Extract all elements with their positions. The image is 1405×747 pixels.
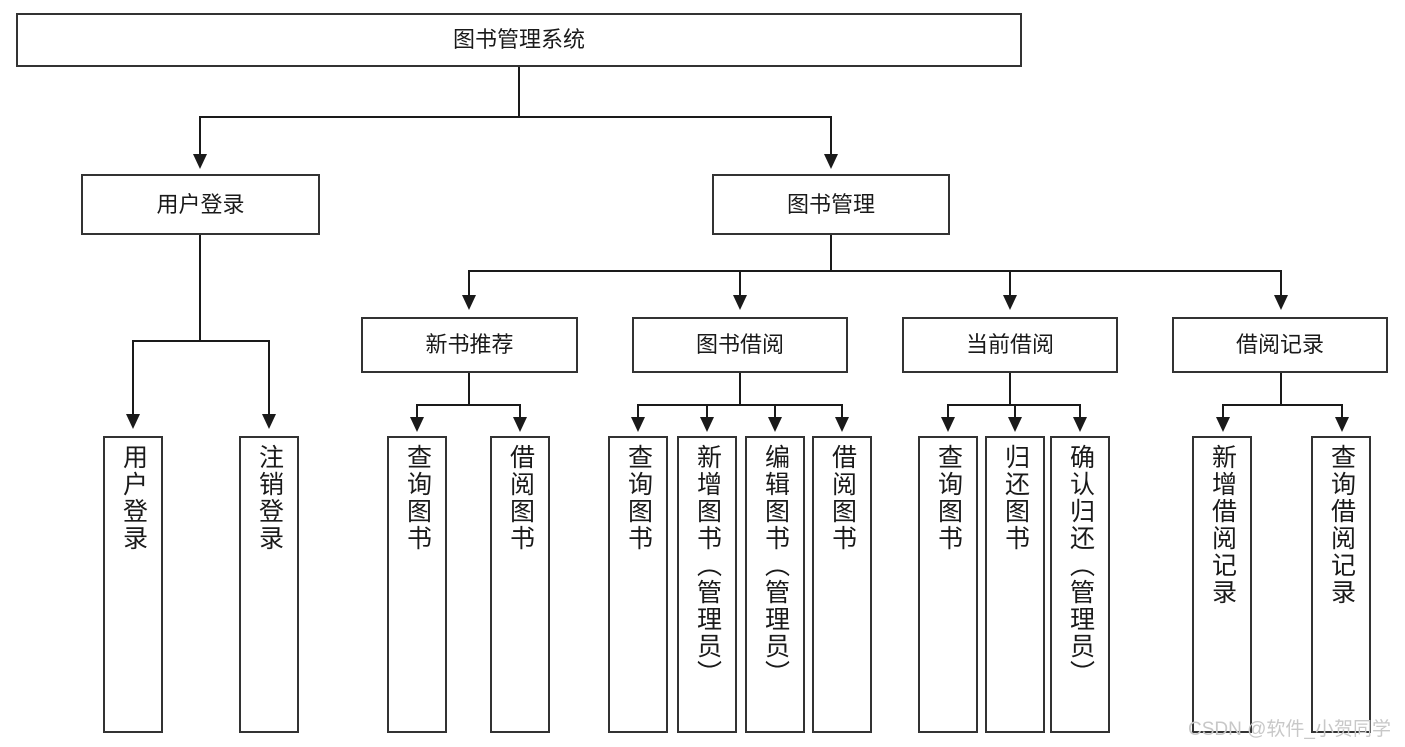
leaf-book-borrow-borrow-book[interactable]: 借阅图书	[812, 436, 872, 733]
arrow-level2-1	[462, 295, 476, 310]
leaf-current-borrow-query-book[interactable]: 查询图书	[918, 436, 978, 733]
node-book-management-system[interactable]: 图书管理系统	[16, 13, 1022, 67]
arrow-new-book-1	[410, 417, 424, 432]
node-label: 借阅图书	[506, 444, 535, 552]
connector-new-book-drop-1	[416, 404, 418, 418]
node-label: 借阅图书	[828, 444, 857, 552]
node-label: 确认归还（管理员）	[1066, 444, 1095, 687]
node-label: 图书管理	[786, 191, 875, 217]
connector-book-borrow-bus	[637, 404, 843, 406]
arrow-new-book-2	[513, 417, 527, 432]
connector-borrow-record-drop-1	[1222, 404, 1224, 418]
connector-book-borrow-drop-4	[841, 404, 843, 418]
node-new-book-recommend[interactable]: 新书推荐	[361, 317, 578, 373]
connector-book-borrow-drop-3	[774, 404, 776, 418]
node-user-login[interactable]: 用户登录	[81, 174, 320, 235]
node-book-borrow[interactable]: 图书借阅	[632, 317, 848, 373]
node-label: 归还图书	[1001, 444, 1030, 552]
leaf-current-borrow-confirm-return-admin[interactable]: 确认归还（管理员）	[1050, 436, 1110, 733]
connector-current-borrow-stem	[1009, 373, 1011, 406]
leaf-book-borrow-query-book[interactable]: 查询图书	[608, 436, 668, 733]
arrow-user-login-1	[126, 414, 140, 429]
connector-level1-drop-1	[199, 116, 201, 156]
connector-level2-drop-3	[1009, 270, 1011, 297]
node-label: 图书借阅	[695, 332, 784, 358]
leaf-borrow-record-add-record[interactable]: 新增借阅记录	[1192, 436, 1252, 733]
connector-user-login-drop-2	[268, 340, 270, 416]
leaf-user-login-logout[interactable]: 注销登录	[239, 436, 299, 733]
connector-user-login-stem	[199, 235, 201, 342]
connector-book-borrow-drop-1	[637, 404, 639, 418]
leaf-new-book-borrow-book[interactable]: 借阅图书	[490, 436, 550, 733]
arrow-current-borrow-2	[1008, 417, 1022, 432]
watermark: CSDN @软件_小贺同学	[1188, 719, 1391, 740]
arrow-level1-2	[824, 154, 838, 169]
leaf-current-borrow-return-book[interactable]: 归还图书	[985, 436, 1045, 733]
connector-current-borrow-drop-1	[947, 404, 949, 418]
connector-user-login-bus	[132, 340, 269, 342]
node-label: 用户登录	[119, 444, 148, 552]
connector-level1-drop-2	[830, 116, 832, 156]
connector-root-stem	[518, 67, 520, 117]
node-current-borrow[interactable]: 当前借阅	[902, 317, 1118, 373]
connector-borrow-record-drop-2	[1341, 404, 1343, 418]
connector-user-login-drop-1	[132, 340, 134, 416]
arrow-user-login-2	[262, 414, 276, 429]
leaf-borrow-record-query-record[interactable]: 查询借阅记录	[1311, 436, 1371, 733]
connector-current-borrow-drop-2	[1014, 404, 1016, 418]
node-label: 新书推荐	[425, 332, 514, 358]
leaf-book-borrow-add-book-admin[interactable]: 新增图书（管理员）	[677, 436, 737, 733]
arrow-book-borrow-2	[700, 417, 714, 432]
node-label: 查询图书	[403, 444, 432, 552]
arrow-borrow-record-1	[1216, 417, 1230, 432]
connector-book-borrow-drop-2	[706, 404, 708, 418]
arrow-level2-2	[733, 295, 747, 310]
node-label: 用户登录	[156, 191, 245, 217]
arrow-book-borrow-3	[768, 417, 782, 432]
connector-level2-drop-2	[739, 270, 741, 297]
connector-current-borrow-drop-3	[1079, 404, 1081, 418]
arrow-current-borrow-3	[1073, 417, 1087, 432]
connector-book-borrow-stem	[739, 373, 741, 406]
node-label: 查询借阅记录	[1327, 444, 1356, 606]
connector-new-book-drop-2	[519, 404, 521, 418]
node-label: 注销登录	[255, 444, 284, 552]
arrow-level2-3	[1003, 295, 1017, 310]
node-label: 编辑图书（管理员）	[761, 444, 790, 687]
leaf-book-borrow-edit-book-admin[interactable]: 编辑图书（管理员）	[745, 436, 805, 733]
connector-borrow-record-bus	[1222, 404, 1343, 406]
node-label: 新增借阅记录	[1208, 444, 1237, 606]
node-label: 当前借阅	[965, 332, 1054, 358]
connector-new-book-stem	[468, 373, 470, 406]
arrow-book-borrow-4	[835, 417, 849, 432]
node-borrow-record[interactable]: 借阅记录	[1172, 317, 1388, 373]
connector-new-book-bus	[416, 404, 521, 406]
arrow-current-borrow-1	[941, 417, 955, 432]
node-book-management[interactable]: 图书管理	[712, 174, 950, 235]
connector-borrow-record-stem	[1280, 373, 1282, 406]
connector-level2-drop-4	[1280, 270, 1282, 297]
node-label: 查询图书	[624, 444, 653, 552]
connector-level2-drop-1	[468, 270, 470, 297]
arrow-book-borrow-1	[631, 417, 645, 432]
node-label: 借阅记录	[1235, 332, 1324, 358]
connector-book-mgmt-stem	[830, 235, 832, 272]
node-label: 查询图书	[934, 444, 963, 552]
arrow-level1-1	[193, 154, 207, 169]
connector-level2-bus	[468, 270, 1280, 272]
arrow-level2-4	[1274, 295, 1288, 310]
node-label: 图书管理系统	[452, 27, 585, 53]
connector-level1-bus	[199, 116, 832, 118]
node-label: 新增图书（管理员）	[693, 444, 722, 687]
arrow-borrow-record-2	[1335, 417, 1349, 432]
leaf-user-login-user-login[interactable]: 用户登录	[103, 436, 163, 733]
leaf-new-book-query-book[interactable]: 查询图书	[387, 436, 447, 733]
